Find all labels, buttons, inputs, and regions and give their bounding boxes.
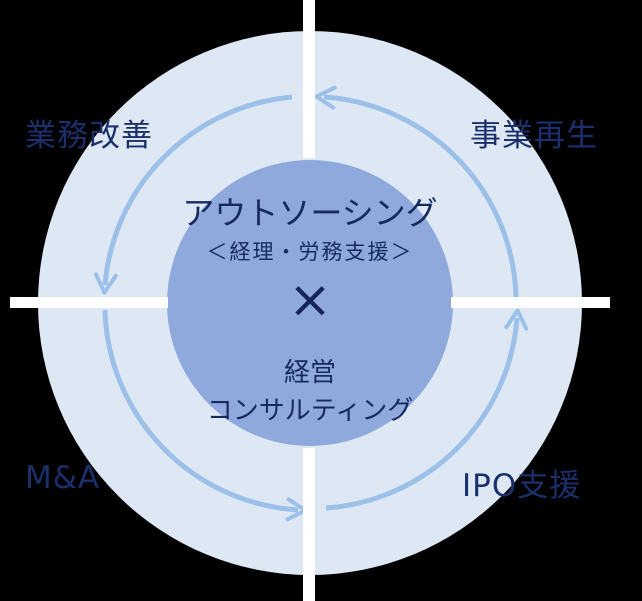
arrow-bottom-right [325,308,529,511]
quadrant-label-bottom-right: IPO支援 [462,468,582,504]
divider-right [451,297,610,308]
arrow-top-left [93,94,293,295]
divider-top [303,0,315,158]
center-title-outsourcing: アウトソーシング [182,194,438,232]
quadrant-label-top-left: 業務改善 [25,118,153,154]
center-title-management: 経営 [283,358,336,388]
divider-left [10,297,168,308]
center-title-consulting: コンサルティング [206,396,414,426]
arrow-bottom-left [102,309,308,522]
cross-icon: × [288,270,332,330]
inner-circle [167,160,453,446]
divider-bottom [303,448,315,601]
quadrant-label-top-right: 事業再生 [470,118,598,154]
quadrant-label-bottom-left: M&A [25,460,101,496]
center-subtitle-accounting-labor: ＜経理・労務支援＞ [206,240,414,264]
arrow-top-right [314,85,519,298]
